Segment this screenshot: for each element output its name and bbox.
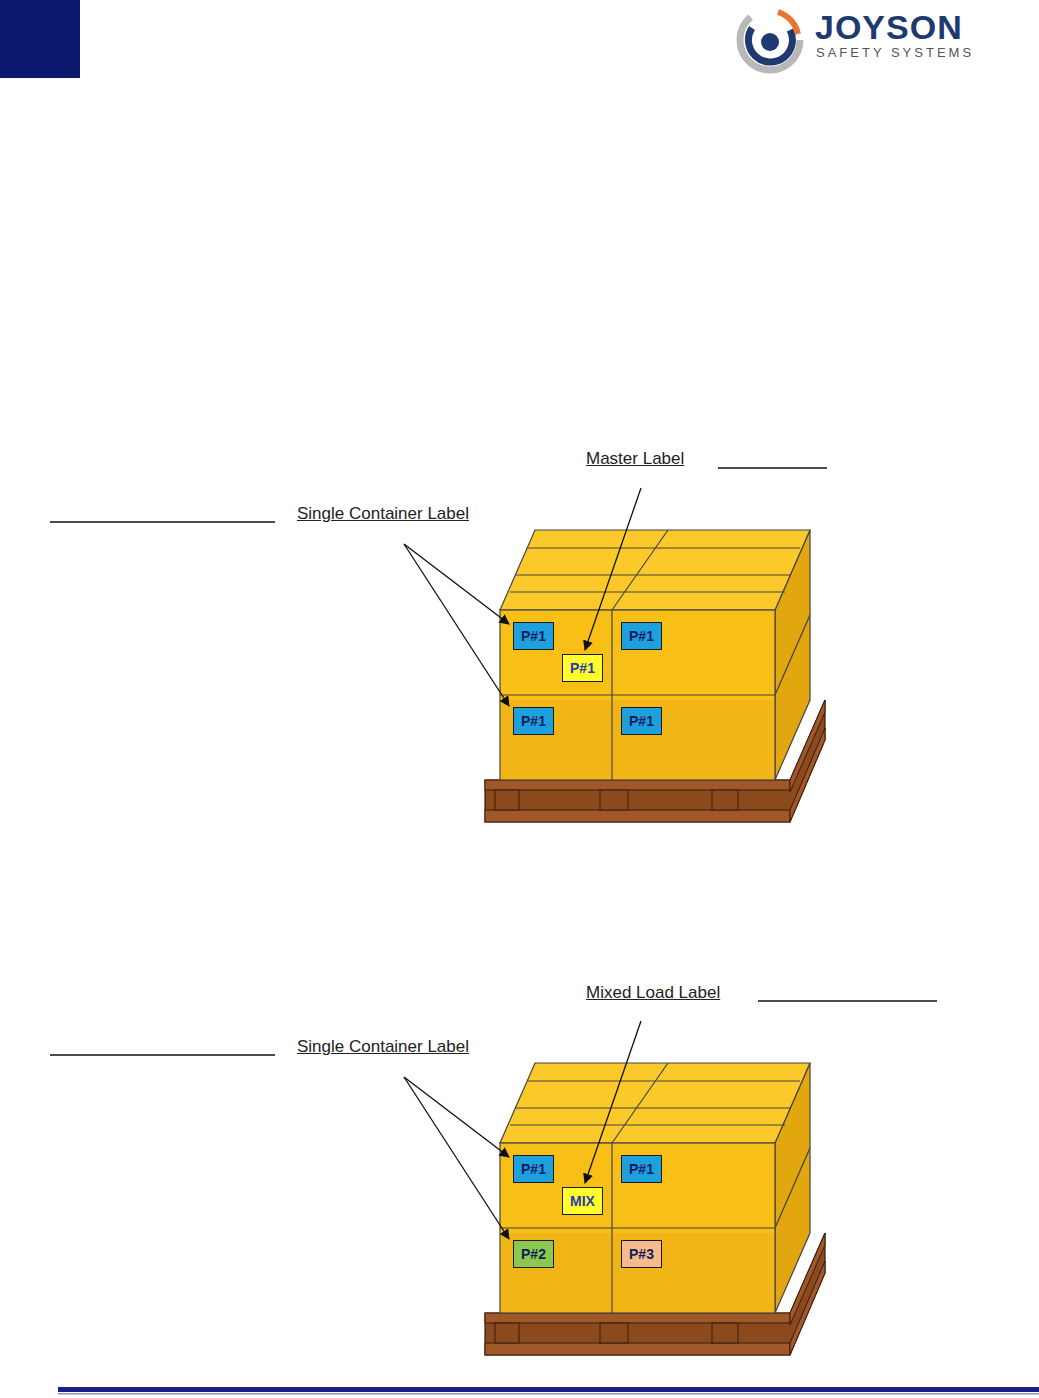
part-number: P#1 (629, 629, 654, 643)
callout-label: Single Container Label (297, 1037, 469, 1057)
part-number: P#1 (570, 661, 595, 675)
callout-label: Single Container Label (297, 504, 469, 524)
callout-label: Mixed Load Label (586, 983, 720, 1003)
container-label: MIX (562, 1187, 603, 1215)
logo-tagline: SAFETY SYSTEMS (816, 46, 974, 61)
part-number: P#1 (521, 1162, 546, 1176)
footer-rule (58, 1393, 1039, 1395)
part-number: P#3 (629, 1247, 654, 1261)
part-number: P#1 (629, 714, 654, 728)
part-number: P#2 (521, 1247, 546, 1261)
logo-mark (740, 10, 800, 70)
part-number: P#1 (521, 714, 546, 728)
pallet-illustration (485, 530, 825, 822)
logo-wordmark: JOYSON (815, 8, 963, 47)
container-label: P#1 (513, 1155, 554, 1183)
callout-label: Master Label (586, 449, 684, 469)
part-number: MIX (570, 1194, 595, 1208)
container-label: P#1 (562, 654, 603, 682)
part-number: P#1 (629, 1162, 654, 1176)
container-label: P#1 (621, 622, 662, 650)
container-label: P#1 (513, 622, 554, 650)
container-label: P#1 (513, 707, 554, 735)
header-block (0, 0, 80, 78)
container-label: P#3 (621, 1240, 662, 1268)
footer-rule (58, 1387, 1039, 1392)
container-label: P#2 (513, 1240, 554, 1268)
container-label: P#1 (621, 1155, 662, 1183)
part-number: P#1 (521, 629, 546, 643)
leader-lines (50, 468, 937, 1239)
container-label: P#1 (621, 707, 662, 735)
pallet-illustration (485, 1063, 825, 1355)
